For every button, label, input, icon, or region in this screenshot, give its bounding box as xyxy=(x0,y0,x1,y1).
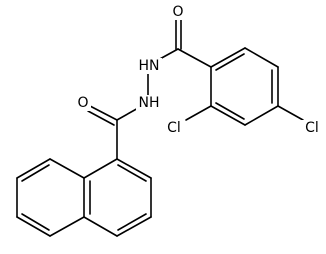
bond-naph-l4 xyxy=(16,216,51,237)
bond-ring2-5 xyxy=(210,105,246,126)
oxygen-label-lower: O xyxy=(77,95,88,111)
bond-naph-r4 xyxy=(83,216,118,237)
bond-naph-l4-inner xyxy=(21,213,50,231)
bond-c-cl-para xyxy=(277,105,304,121)
bond-ring2-1 xyxy=(210,47,246,68)
bond-carbonyl-lower-b xyxy=(87,110,115,126)
bond-naph-r3 xyxy=(116,216,152,237)
bond-naph-r1-inner xyxy=(117,164,147,182)
nh-label-lower: NH xyxy=(139,95,160,111)
bond-c-aryl-upper xyxy=(177,48,212,68)
bond-naph-r5 xyxy=(83,158,118,179)
bond-ring2-2 xyxy=(244,47,279,68)
chlorine-label-para: Cl xyxy=(305,120,319,136)
bond-naph-r1 xyxy=(116,158,152,179)
bond-naph-r3-inner xyxy=(117,213,147,231)
nh-label-upper: HN xyxy=(139,58,160,74)
bond-naph-l2-inner xyxy=(21,164,50,182)
bond-c-cl-ortho xyxy=(185,105,212,121)
bond-ring2-5-inner xyxy=(215,102,245,120)
atom-labels: O HN NH O Cl Cl xyxy=(75,4,322,136)
bond-naph-l1 xyxy=(49,158,85,179)
bond-ring2-1-inner xyxy=(215,53,245,71)
bond-carbonyl-lower-a xyxy=(89,105,118,121)
bonds xyxy=(16,18,304,237)
bond-ring2-4 xyxy=(244,105,279,126)
chlorine-label-ortho: Cl xyxy=(167,120,181,136)
bond-naph-l5 xyxy=(49,216,85,237)
bond-naph-l2 xyxy=(16,158,51,179)
oxygen-label-upper: O xyxy=(172,4,183,20)
